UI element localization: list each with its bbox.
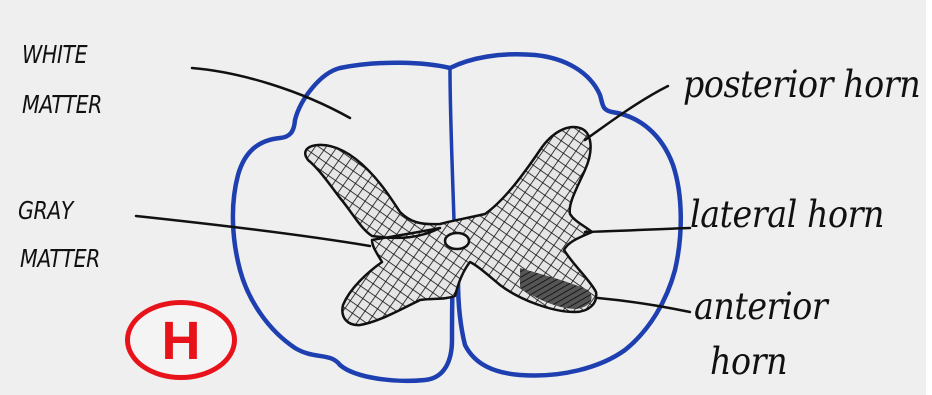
- posterior-median-septum: [450, 70, 454, 220]
- lateral-horn-leader: [585, 228, 690, 232]
- anterior-horn-label-line2: horn: [710, 343, 787, 380]
- gray-matter-label-line1: GRAY: [18, 198, 73, 223]
- gray-matter-leader: [136, 216, 370, 246]
- central-canal: [445, 233, 469, 249]
- white-matter-label-line2: MATTER: [22, 92, 102, 117]
- gray-matter-label-line2: MATTER: [20, 246, 100, 271]
- white-matter-label-line1: WHITE: [22, 42, 87, 67]
- anterior-horn-label-line1: anterior: [694, 288, 827, 325]
- anterior-horn-leader: [598, 298, 690, 312]
- lateral-horn-label: lateral horn: [690, 196, 884, 233]
- h-logo-letter: H: [162, 314, 201, 368]
- posterior-horn-label: posterior horn: [683, 66, 920, 103]
- h-logo-badge: H: [125, 300, 237, 380]
